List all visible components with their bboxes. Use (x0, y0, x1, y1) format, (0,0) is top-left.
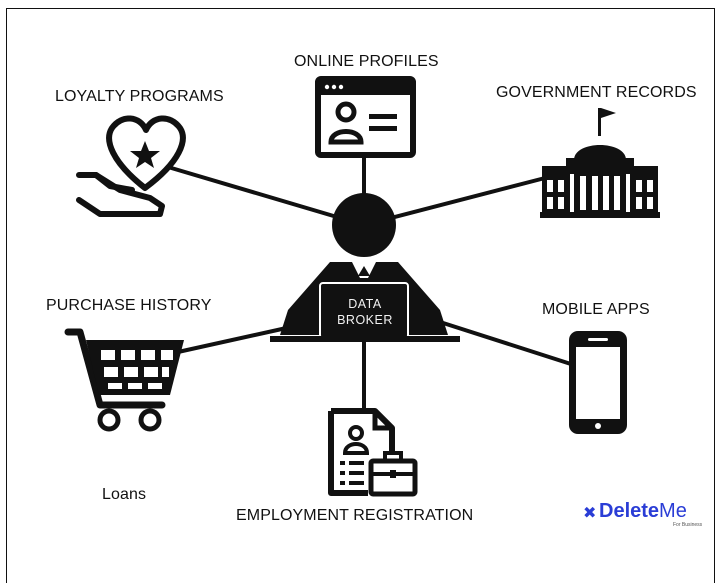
employment-registration-label: EMPLOYMENT REGISTRATION (236, 507, 474, 524)
wordmark-light: Me (659, 500, 687, 522)
wordmark-bold: Delete (599, 500, 660, 522)
deleteme-tagline: For Business (673, 522, 703, 528)
data-broker-line2: BROKER (337, 313, 393, 327)
connector-loyalty (166, 165, 366, 227)
government-records-label: GOVERNMENT RECORDS (496, 84, 697, 101)
diagram-frame (6, 8, 715, 583)
smartphone-icon (569, 331, 627, 434)
data-broker-label: DATA BROKER (325, 296, 405, 328)
government-building-icon (540, 108, 660, 218)
connector-mobile (438, 320, 576, 367)
purchase-history-label: PURCHASE HISTORY (46, 297, 212, 314)
online-profiles-label: ONLINE PROFILES (294, 53, 439, 70)
connector-purchase (176, 323, 302, 354)
deleteme-mark-icon: ✖ (583, 505, 597, 522)
shopping-cart-icon (64, 328, 184, 432)
data-broker-line1: DATA (348, 297, 382, 311)
mobile-apps-label: MOBILE APPS (542, 301, 650, 318)
loans-label: Loans (102, 486, 147, 503)
document-briefcase-icon (328, 408, 418, 497)
person-laptop-icon (270, 193, 460, 342)
heart-hand-icon (76, 115, 186, 217)
profile-window-icon (315, 76, 416, 158)
loyalty-programs-label: LOYALTY PROGRAMS (55, 88, 224, 105)
deleteme-wordmark: DeleteMe (599, 500, 687, 523)
